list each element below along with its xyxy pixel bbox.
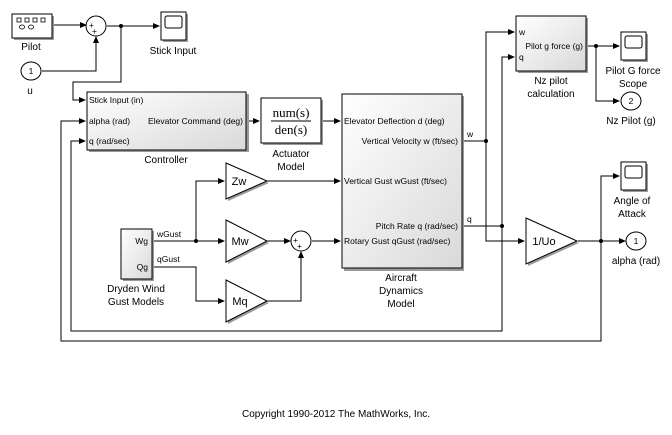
junction-dot (119, 24, 123, 28)
scope-g-label-2: Scope (619, 79, 648, 90)
signal-label-w: w (466, 129, 474, 139)
nz-pilot-port-number: 2 (629, 96, 634, 106)
aircraft-output-w: Vertical Velocity w (ft/sec) (362, 136, 459, 146)
pilot-block[interactable]: Pilot (11, 13, 54, 53)
dryden-gust-subsystem[interactable]: Wg Qg Dryden Wind Gust Models (107, 228, 165, 308)
junction-dots (119, 24, 603, 243)
gain-mw-label: Mw (231, 236, 248, 248)
actuator-transfer-fcn[interactable]: num(s) den(s) Actuator Model (260, 97, 323, 173)
alpha-outport[interactable]: 1 alpha (rad) (612, 231, 660, 267)
wire-alpha-feedback (60, 118, 602, 342)
controller-input-q: q (rad/sec) (89, 136, 130, 146)
junction-dot (484, 139, 488, 143)
aoa-label-2: Attack (618, 209, 647, 220)
copyright-notice: Copyright 1990-2012 The MathWorks, Inc. (241, 409, 431, 420)
nz-label-2: calculation (527, 89, 574, 100)
controller-label: Controller (144, 155, 188, 166)
pilot-label: Pilot (21, 42, 41, 53)
sum-block-stick[interactable]: + + (85, 15, 107, 37)
scope-g-label-1: Pilot G force (605, 66, 660, 77)
nz-pilot-label: Nz Pilot (g) (606, 116, 655, 127)
stick-input-label: Stick Input (150, 46, 197, 57)
gain-mq[interactable]: Mq (225, 279, 269, 324)
aircraft-input-wgust: Vertical Gust wGust (ft/sec) (344, 176, 447, 186)
stick-input-scope[interactable]: Stick Input (150, 11, 197, 57)
actuator-numerator: num(s) (273, 105, 310, 120)
gain-mw[interactable]: Mw (225, 219, 269, 264)
nz-label-1: Nz pilot (534, 76, 568, 87)
u-inport[interactable]: 1 u (20, 61, 42, 97)
wire-u-to-sum (42, 36, 99, 72)
aircraft-label-2: Dynamics (379, 286, 423, 297)
scope-icon (164, 15, 183, 29)
aircraft-label-1: Aircraft (385, 273, 417, 284)
sum-sign-bottom: + (92, 26, 97, 36)
signal-builder-icon (16, 17, 46, 30)
wire-qg-to-mq (153, 266, 225, 304)
dryden-label-2: Gust Models (108, 297, 164, 308)
nz-pilot-outport[interactable]: 2 Nz Pilot (g) (606, 91, 656, 127)
dryden-label-1: Dryden Wind (107, 284, 165, 295)
signal-label-wgust: wGust (156, 229, 182, 239)
wire-w-to-uo (485, 141, 525, 244)
sum-block-gust[interactable]: + + (290, 230, 312, 252)
alpha-label: alpha (rad) (612, 256, 660, 267)
wire-w-to-nz (462, 29, 515, 142)
dryden-output-wg: Wg (135, 236, 148, 246)
nz-output-g: Pilot g force (g) (525, 41, 583, 51)
wire-q-to-nz (462, 54, 515, 227)
wire-wg-to-zw (195, 178, 225, 241)
actuator-label-2: Model (277, 162, 304, 173)
gain-zw[interactable]: Zw (225, 162, 269, 201)
signal-label-qgust: qGust (157, 254, 180, 264)
alpha-port-number: 1 (634, 236, 639, 246)
controller-output-elevator: Elevator Command (deg) (148, 116, 243, 126)
controller-input-alpha: alpha (rad) (89, 116, 130, 126)
u-label: u (27, 86, 33, 97)
wire-q-feedback (70, 138, 503, 332)
aoa-label-1: Angle of (614, 196, 651, 207)
gain-mq-label: Mq (232, 296, 247, 308)
scope-icon (624, 165, 643, 179)
nz-input-w: w (518, 27, 526, 37)
junction-dot (594, 44, 598, 48)
gain-one-over-uo[interactable]: 1/Uo (525, 217, 579, 266)
aircraft-output-q: Pitch Rate q (rad/sec) (376, 221, 458, 231)
signal-label-q: q (467, 214, 472, 224)
gain-zw-label: Zw (232, 176, 247, 188)
nz-input-q: q (519, 52, 524, 62)
sum-sign-bottom: + (297, 241, 302, 251)
actuator-label-1: Actuator (272, 149, 310, 160)
angle-of-attack-scope[interactable]: Angle of Attack (614, 161, 651, 220)
controller-subsystem[interactable]: Stick Input (in) alpha (rad) q (rad/sec)… (86, 91, 249, 166)
wire-mq-to-sum (267, 251, 304, 302)
wire-uo-to-aoa-scope (600, 173, 620, 241)
wire-sum-to-controller (72, 26, 122, 103)
wire-nz-to-port (595, 46, 620, 104)
scope-icon (624, 35, 643, 49)
sum-sign-left: + (89, 20, 94, 30)
dryden-output-qg: Qg (137, 262, 149, 272)
sum-sign-left: + (293, 235, 298, 245)
u-port-number: 1 (29, 66, 34, 76)
junction-dot (599, 239, 603, 243)
aircraft-input-qgust: Rotary Gust qGust (rad/sec) (344, 236, 450, 246)
aircraft-dynamics-subsystem[interactable]: Elevator Deflection d (deg) Vertical Vel… (341, 93, 464, 310)
junction-dot (500, 224, 504, 228)
controller-input-stick: Stick Input (in) (89, 95, 143, 105)
actuator-denominator: den(s) (275, 122, 308, 137)
junction-dot (194, 239, 198, 243)
pilot-g-force-scope[interactable]: Pilot G force Scope (605, 31, 661, 90)
gain-uo-label: 1/Uo (532, 236, 555, 248)
nz-pilot-subsystem[interactable]: w q Pilot g force (g) Nz pilot calculati… (515, 15, 588, 100)
aircraft-label-3: Model (387, 299, 414, 310)
aircraft-input-elevator: Elevator Deflection d (deg) (344, 116, 445, 126)
